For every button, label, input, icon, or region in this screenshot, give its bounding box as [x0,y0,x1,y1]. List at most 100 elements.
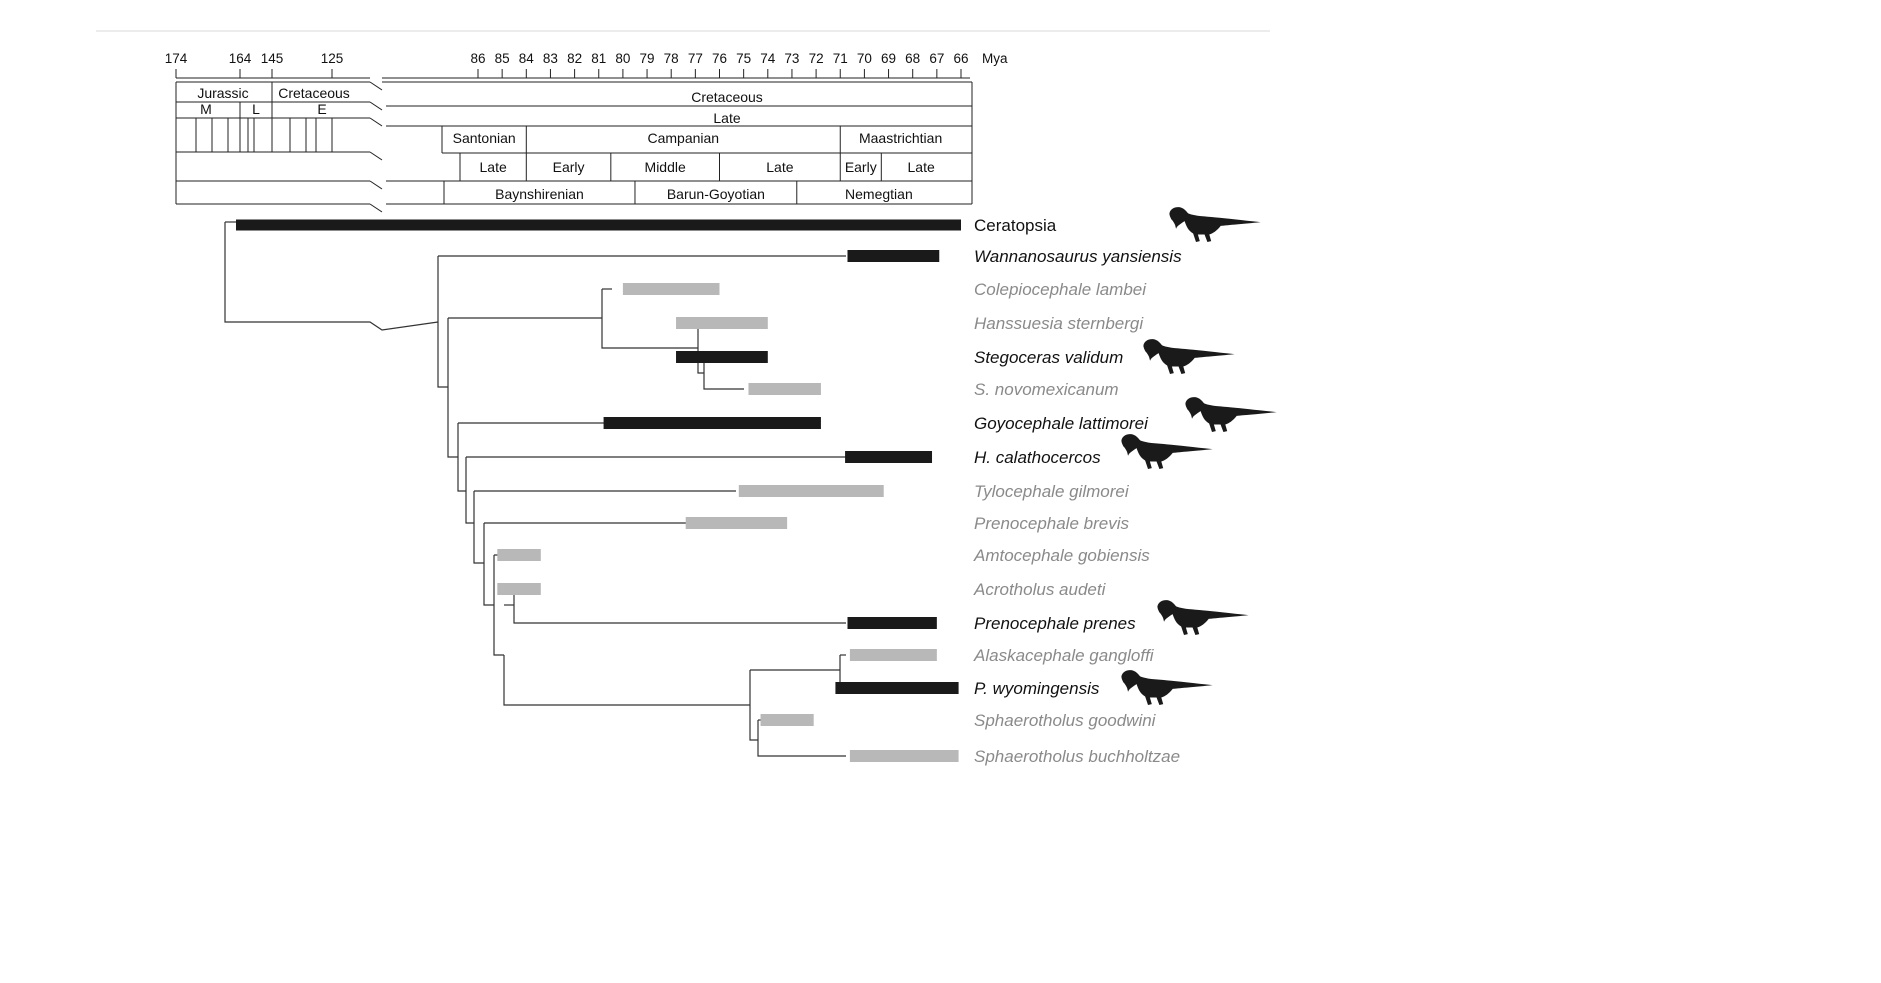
taxon-label: Stegoceras validum [974,348,1123,367]
pachycephalosaur-silhouette-icon [1143,339,1235,375]
axis-tick-label: 71 [833,51,848,66]
tree-branch [513,589,846,624]
taxon-label: Sphaerotholus buchholtzae [974,747,1180,766]
taxon-label: H. calathocercos [974,448,1101,467]
tree-branch [465,457,474,524]
taxon-label: Tylocephale gilmorei [974,482,1130,501]
range-bar [497,549,541,561]
range-bar [845,451,933,463]
axis-tick-label: 85 [495,51,510,66]
tree-branch [473,491,484,564]
axis-tick-label: 78 [664,51,679,66]
range-bar [849,750,959,762]
axis-tick-label: 86 [470,51,485,66]
axis-tick-label: 81 [591,51,606,66]
root-branch [224,222,439,331]
range-bar [622,283,720,295]
taxon-label: Prenocephale brevis [974,514,1129,533]
strat-late-right-label: Late [713,110,740,126]
range-bar [847,250,940,262]
strat-substage-label: Early [553,159,585,175]
range-bar [847,617,937,629]
axis-unit-label: Mya [982,51,1008,66]
axis-tick-label: 84 [519,51,535,66]
strat-break-mark [369,151,383,161]
tree-branch [757,720,846,757]
axis-tick-label: 125 [321,51,344,66]
taxon-label: Hanssuesia sternbergi [974,314,1144,333]
axis-tick-label: 80 [615,51,630,66]
range-bars [236,219,961,762]
taxon-label: Acrotholus audeti [973,580,1107,599]
strat-late-jurassic-label: L [252,101,260,117]
axis-tick-label: 66 [953,51,968,66]
taxon-label: Wannanosaurus yansiensis [974,247,1182,266]
strat-stage-label: Maastrichtian [859,130,942,146]
pachycephalosaur-silhouette-icon [1121,434,1213,470]
strat-break-mark [369,203,383,213]
strat-substage-label: Middle [645,159,686,175]
strat-fauna-label: Nemegtian [845,186,913,202]
tree-branch [601,289,698,349]
taxon-label: Sphaerotholus goodwini [974,711,1157,730]
axis-tick-label: 72 [809,51,824,66]
range-bar [748,383,821,395]
strat-fauna-label: Barun-Goyotian [667,186,765,202]
axis-tick-label: 145 [261,51,284,66]
tree-branch [703,357,744,390]
tree-branch [447,318,458,458]
axis-tick-label: 67 [929,51,944,66]
strat-break-mark [369,117,383,127]
strat-fauna-label: Baynshirenian [495,186,584,202]
tree-branch [483,523,494,606]
range-bar [685,517,788,529]
taxon-label: Alaskacephale gangloffi [973,646,1155,665]
pachycephalosaur-silhouette-icon [1121,670,1213,706]
pachycephalosaur-silhouette-icon [1185,397,1277,433]
strat-stage-label: Santonian [453,130,516,146]
range-bar [676,317,768,329]
strat-middle-jurassic-label: M [200,101,212,117]
strat-cretaceous-label: Cretaceous [278,85,350,101]
strat-break-mark [369,101,383,111]
axis-tick-label: 77 [688,51,703,66]
strat-early-cretaceous-label: E [317,101,326,117]
taxon-label: Colepiocephale lambei [974,280,1147,299]
tree-branch [697,323,704,374]
taxon-label: Prenocephale prenes [974,614,1136,633]
axis-tick-label: 74 [760,51,776,66]
axis-tick-label: 70 [857,51,872,66]
axis-tick-label: 73 [784,51,799,66]
strat-break-mark [369,180,383,190]
pachycephalosaur-silhouette-icon [1157,600,1249,636]
range-bar [835,682,959,694]
axis-tick-label: 164 [229,51,252,66]
taxon-label: Amtocephale gobiensis [973,546,1150,565]
strat-break-mark [369,81,383,91]
strat-stage-label: Campanian [647,130,719,146]
range-bar [603,417,821,429]
strat-substage-label: Early [845,159,877,175]
range-bar [236,219,961,231]
range-bar [676,351,768,363]
tree-branch [437,256,448,388]
tree-branch [493,555,504,656]
tree-branch [503,655,750,706]
axis-tick-label: 69 [881,51,896,66]
axis-tick-label: 68 [905,51,920,66]
strat-jurassic-label: Jurassic [197,85,248,101]
strat-cretaceous-right-label: Cretaceous [691,89,763,105]
axis-tick-label: 79 [640,51,655,66]
range-bar [497,583,541,595]
strat-substage-label: Late [480,159,507,175]
taxon-label: Goyocephale lattimorei [974,414,1149,433]
range-bar [849,649,937,661]
taxon-label: Ceratopsia [974,216,1057,235]
taxon-label: P. wyomingensis [974,679,1100,698]
range-bar [738,485,884,497]
range-bar [760,714,814,726]
cladogram [224,221,903,757]
